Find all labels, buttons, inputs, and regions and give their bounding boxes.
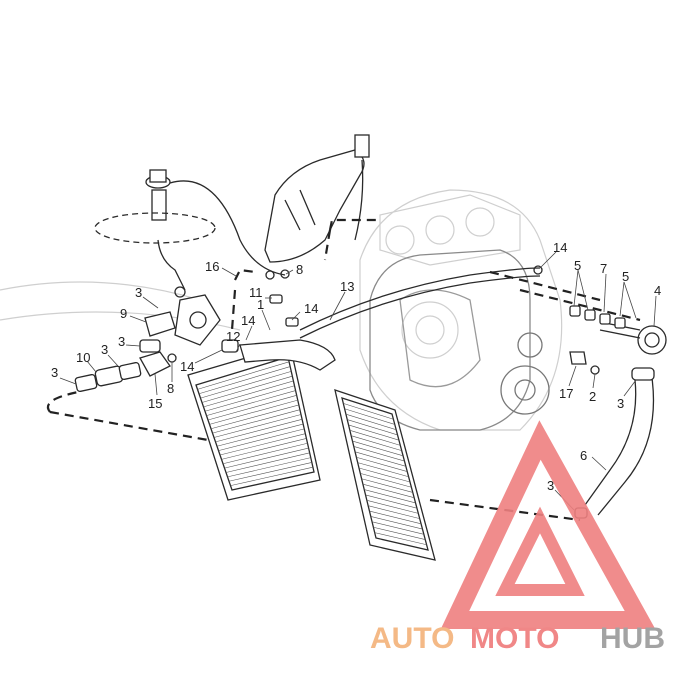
- middle-hose: [221, 339, 336, 371]
- callout-9: 9: [120, 306, 127, 321]
- radiator-fin: [213, 414, 302, 438]
- radiator-fin: [230, 466, 313, 486]
- left-radiator: [187, 344, 321, 501]
- radiator-fin: [225, 452, 310, 473]
- callout-8: 8: [296, 262, 303, 277]
- watermark-hub: HUB: [600, 622, 665, 655]
- radiator-fin: [356, 456, 408, 472]
- filler-cap: [94, 169, 286, 291]
- radiator-fin: [349, 430, 401, 446]
- radiator-fin: [368, 505, 420, 519]
- radiator-fin: [218, 428, 305, 451]
- radiator-fin: [358, 467, 411, 483]
- callout-11: 11: [249, 285, 263, 300]
- callout-3: 3: [101, 342, 108, 357]
- callout-16: 16: [205, 259, 219, 274]
- callout-13: 13: [340, 279, 354, 294]
- radiator-fin: [212, 409, 300, 434]
- callout-3: 3: [51, 365, 58, 380]
- callout-14: 14: [180, 359, 194, 374]
- callout-3: 3: [118, 334, 125, 349]
- callout-3: 3: [547, 478, 554, 493]
- radiator-fin: [224, 447, 309, 469]
- radiator-fin: [204, 385, 295, 412]
- right-radiator: [334, 389, 436, 561]
- callout-5: 5: [574, 258, 581, 273]
- radiator-fin: [360, 473, 412, 488]
- leader-lines: [59, 251, 657, 511]
- radiator-fin: [200, 371, 292, 399]
- radiator-fin: [364, 489, 416, 504]
- radiator-fin: [228, 462, 312, 482]
- callout-14: 14: [553, 240, 567, 255]
- radiator-fin: [210, 404, 299, 430]
- radiator-fin: [345, 413, 397, 430]
- callout-6: 6: [580, 448, 587, 463]
- radiator-fin: [369, 510, 422, 525]
- callout-5: 5: [622, 269, 629, 284]
- radiator-fin: [215, 419, 303, 443]
- radiator-fin: [374, 532, 427, 546]
- callout-17: 17: [559, 386, 573, 401]
- radiator-fin: [222, 442, 308, 465]
- callout-10: 10: [76, 350, 90, 365]
- radiator-fin: [370, 516, 423, 530]
- radiator-fin: [357, 462, 409, 478]
- expansion-tank: [264, 134, 370, 263]
- main-coolant-hose: [299, 267, 541, 339]
- radiator-fin: [203, 380, 294, 408]
- automotohub-watermark: AUTO MOTO HUB: [370, 420, 665, 655]
- radiator-fin: [361, 478, 413, 493]
- radiator-fin: [201, 375, 293, 403]
- callout-3: 3: [135, 285, 142, 300]
- water-pump-housing: [144, 294, 221, 346]
- temperature-sensor: [569, 351, 600, 375]
- radiator-fin: [351, 435, 402, 451]
- watermark-moto: MOTO: [470, 622, 559, 655]
- callout-14: 14: [241, 313, 255, 328]
- radiator-fin: [352, 440, 404, 457]
- radiator-fin: [373, 526, 426, 540]
- radiator-fin: [362, 483, 415, 498]
- callout-3: 3: [617, 396, 624, 411]
- radiator-fin: [216, 423, 304, 447]
- lower-right-hose: [584, 367, 655, 516]
- radiator-fin: [353, 446, 405, 462]
- hose-routing-dashed: [46, 218, 641, 522]
- radiator-fin: [343, 403, 394, 420]
- callout-2: 2: [589, 389, 596, 404]
- radiator-fin: [227, 457, 311, 478]
- watermark-inner-triangle: [495, 506, 585, 596]
- watermark-auto: AUTO: [370, 622, 454, 655]
- engine-block-ghost: [0, 189, 563, 431]
- callout-4: 4: [654, 283, 661, 298]
- callout-14: 14: [304, 301, 318, 316]
- radiator-fin: [344, 408, 395, 425]
- radiator-fin: [347, 419, 398, 436]
- radiator-fin: [197, 361, 290, 390]
- radiator-fin: [206, 390, 296, 416]
- callout-15: 15: [148, 396, 162, 411]
- thermostat-housing: [599, 321, 667, 355]
- callout-1: 1: [257, 297, 264, 312]
- radiator-fin: [354, 451, 406, 467]
- radiator-fin: [372, 521, 424, 535]
- radiator-fin: [365, 494, 417, 509]
- callout-8: 8: [167, 381, 174, 396]
- radiator-fin: [366, 500, 419, 514]
- radiator-fin: [209, 399, 298, 425]
- callout-labels: 3 9 3 10 3 3 8 15 14 16 8 11 1 14 12 14 …: [51, 240, 661, 493]
- callout-12: 12: [226, 329, 240, 344]
- radiator-fin: [348, 424, 400, 441]
- left-hose-fittings: [74, 339, 177, 393]
- radiator-fin: [219, 433, 306, 456]
- radiator-fin: [207, 395, 297, 421]
- callout-7: 7: [600, 261, 607, 276]
- watermark-triangle: [440, 420, 656, 629]
- radiator-fin: [221, 438, 307, 460]
- radiator-fin: [198, 366, 291, 395]
